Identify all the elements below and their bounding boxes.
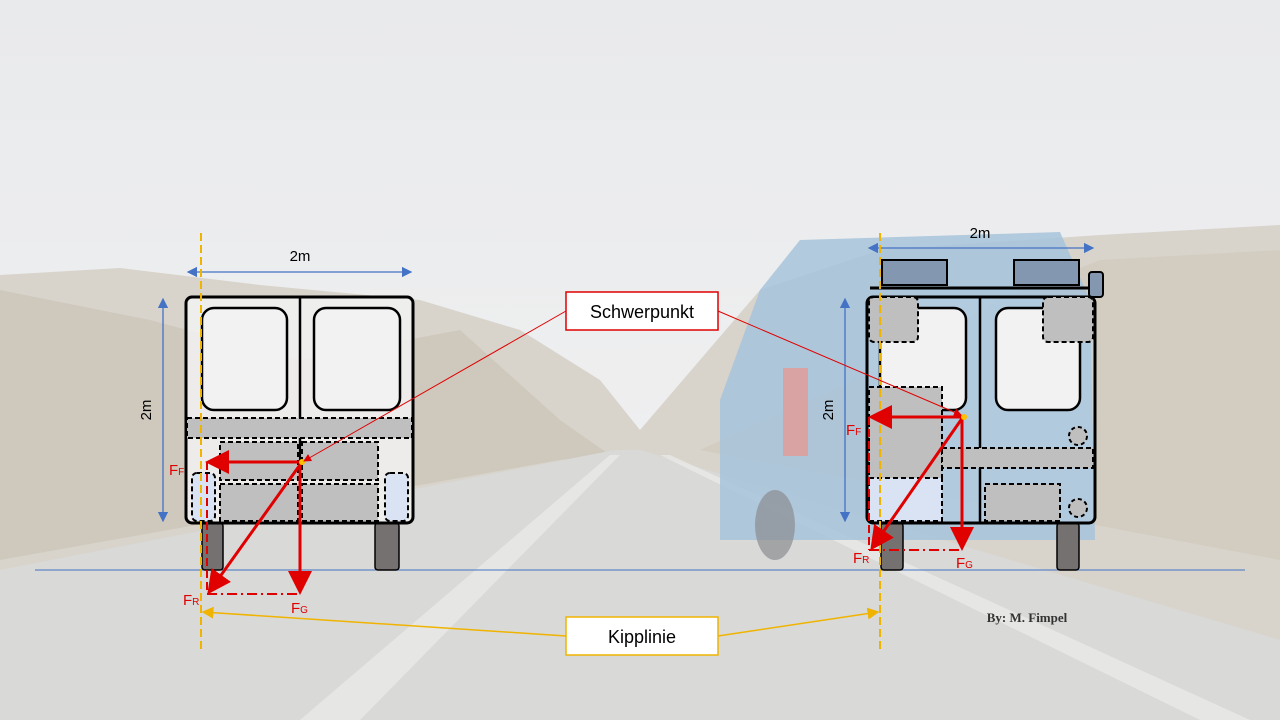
right-fg-label: FG <box>956 555 973 572</box>
left-fr-label: FR <box>183 592 199 609</box>
right-height-label: 2m <box>820 400 837 421</box>
right-fr-label: FR <box>853 550 869 567</box>
tipline-callout-box <box>565 616 719 656</box>
right-ff-label: FF <box>846 422 861 439</box>
tipline-callout-label: Kipplinie <box>608 627 676 647</box>
right-force-diagram <box>868 405 974 551</box>
cog-pointer-left <box>303 310 567 462</box>
right-fr-arrow <box>870 416 965 551</box>
cog-pointer-right <box>717 310 962 416</box>
left-width-label: 2m <box>290 248 311 265</box>
left-force-diagram <box>205 450 312 595</box>
tipline-pointer-right <box>717 607 880 637</box>
tipline-pointer-left <box>201 606 567 637</box>
credit-text: By: M. Fimpel <box>987 610 1068 625</box>
left-fg-label: FG <box>291 600 308 617</box>
cog-callout-label: Schwerpunkt <box>590 302 694 322</box>
dimension-lines <box>157 242 1095 523</box>
left-ff-label: FF <box>169 462 184 479</box>
right-width-label: 2m <box>970 225 991 242</box>
right-vehicle <box>865 259 1104 571</box>
cog-callout-box <box>565 291 719 331</box>
left-fr-arrow <box>207 461 304 595</box>
left-height-label: 2m <box>138 400 155 421</box>
